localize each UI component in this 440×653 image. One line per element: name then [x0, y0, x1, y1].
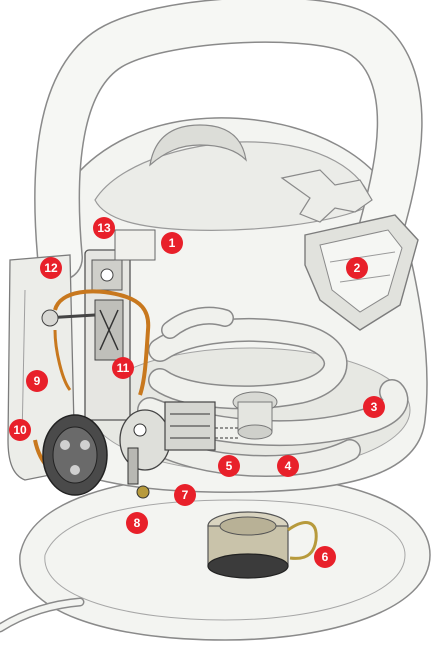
callout-number: 7 — [182, 488, 189, 502]
callout-number: 1 — [169, 236, 176, 250]
callout-number: 6 — [322, 550, 329, 564]
callout-number: 2 — [354, 261, 361, 275]
callout-number: 8 — [134, 516, 141, 530]
callout-number: 10 — [13, 423, 27, 437]
callout-number: 9 — [34, 374, 41, 388]
callout-marker-12: 12 — [40, 257, 62, 279]
callout-marker-10: 10 — [9, 419, 31, 441]
callout-marker-11: 11 — [112, 357, 134, 379]
callout-number: 12 — [44, 261, 58, 275]
callout-number: 11 — [117, 361, 130, 375]
callout-marker-4: 4 — [277, 455, 299, 477]
callout-number: 5 — [226, 459, 233, 473]
callout-marker-5: 5 — [218, 455, 240, 477]
callout-marker-7: 7 — [174, 484, 196, 506]
callout-number: 13 — [97, 221, 111, 235]
callout-number: 4 — [285, 459, 292, 473]
callout-marker-2: 2 — [346, 257, 368, 279]
callout-marker-6: 6 — [314, 546, 336, 568]
callout-number: 3 — [371, 400, 378, 414]
callout-marker-3: 3 — [363, 396, 385, 418]
callout-marker-1: 1 — [161, 232, 183, 254]
callout-marker-9: 9 — [26, 370, 48, 392]
callout-marker-8: 8 — [126, 512, 148, 534]
connector-plug — [43, 415, 107, 495]
callout-marker-13: 13 — [93, 217, 115, 239]
